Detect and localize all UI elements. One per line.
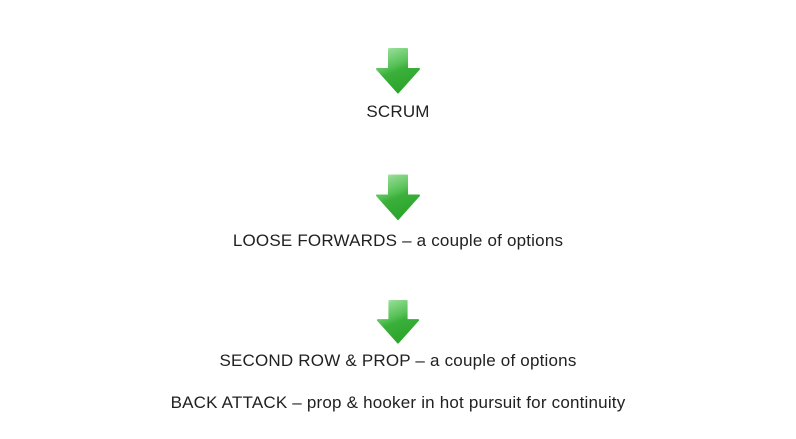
down-arrow-icon [376,299,420,344]
down-arrow-icon [376,174,420,220]
step-label-scrum: SCRUM [366,102,430,121]
step-label-loose-forwards: LOOSE FORWARDS – a couple of options [232,231,564,250]
step-label-second-row-prop: SECOND ROW & PROP – a couple of options [219,351,577,370]
down-arrow-icon [376,48,420,94]
footer-back-attack: BACK ATTACK – prop & hooker in hot pursu… [170,393,626,412]
